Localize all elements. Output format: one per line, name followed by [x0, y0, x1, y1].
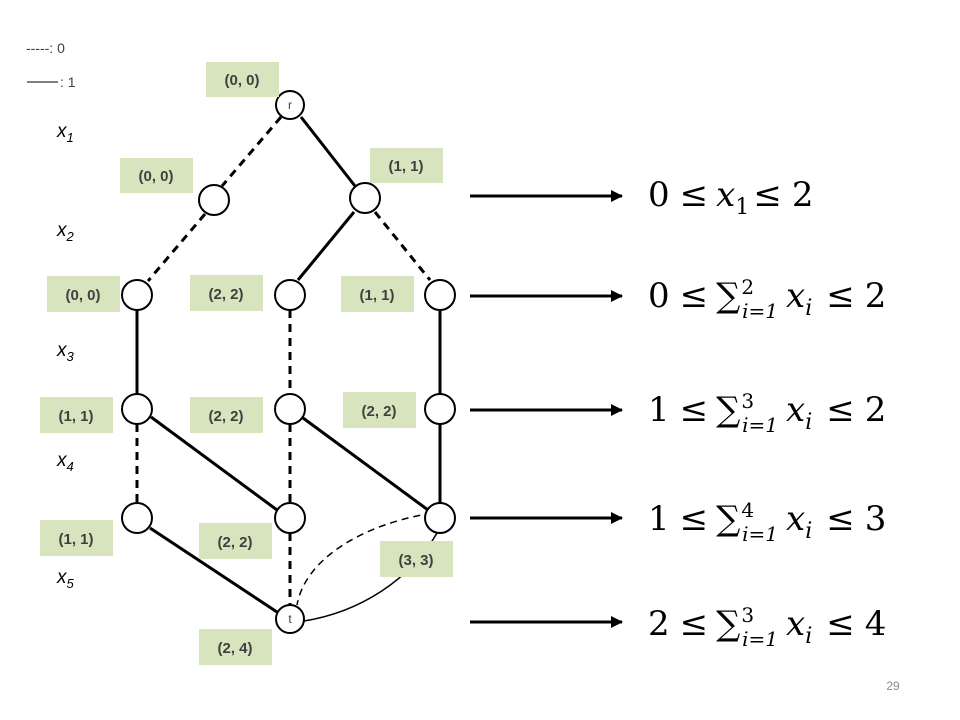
- legend: -----: 0 : 1: [26, 40, 76, 90]
- node-l2-c: [424, 279, 456, 311]
- edge-l4a-t-solid: [149, 526, 278, 614]
- legend-dashed: -----: 0: [26, 40, 65, 56]
- node-l4-c: [424, 502, 456, 534]
- edge-l3a-l4b-solid: [150, 415, 278, 512]
- node-terminal-label: t: [288, 612, 292, 626]
- state-label-l1-right: (1, 1): [388, 158, 423, 175]
- var-x3: x3: [56, 340, 75, 364]
- state-label-l3-c: (2, 2): [361, 403, 396, 420]
- node-l4-a: [121, 502, 153, 534]
- constraint-1: 0≤x1≤2: [648, 175, 813, 220]
- node-l1-right: [349, 182, 381, 214]
- edge-l1right-l2c-dashed: [373, 211, 432, 281]
- arrows: [470, 190, 623, 628]
- node-l2-a: [121, 279, 153, 311]
- var-x4: x4: [56, 450, 74, 474]
- var-x5: x5: [56, 567, 75, 591]
- state-label-l4-b: (2, 2): [217, 534, 252, 551]
- state-label-l4-a: (1, 1): [58, 531, 93, 548]
- node-l4-b: [274, 502, 306, 534]
- var-x2: x2: [56, 220, 75, 244]
- state-label-l3-a: (1, 1): [58, 408, 93, 425]
- state-labels: (0, 0) (0, 0) (1, 1) (0, 0) (2, 2) (1, 1…: [40, 62, 453, 665]
- state-label-l2-c: (1, 1): [359, 287, 394, 304]
- node-l3-b: [274, 393, 306, 425]
- node-terminal: [275, 604, 305, 634]
- edge-l3b-l4c-solid: [302, 416, 429, 512]
- edge-l1right-l2b-solid: [296, 211, 356, 281]
- nodes: [121, 90, 456, 634]
- variable-labels: x1 x2 x3 x4 x5: [56, 121, 75, 591]
- edge-r-l1right-solid: [299, 116, 357, 187]
- state-label-root: (0, 0): [224, 72, 259, 89]
- state-label-l4-c: (3, 3): [398, 552, 433, 569]
- node-root: [275, 90, 305, 120]
- node-l3-a: [121, 393, 153, 425]
- node-l1-left: [198, 184, 230, 216]
- page-number: 29: [886, 679, 900, 693]
- node-root-label: r: [288, 98, 292, 112]
- var-x1: x1: [56, 121, 74, 145]
- legend-solid: : 1: [60, 74, 76, 90]
- node-l2-b: [274, 279, 306, 311]
- state-label-terminal: (2, 4): [217, 640, 252, 657]
- state-label-l1-left: (0, 0): [138, 168, 173, 185]
- state-label-l3-b: (2, 2): [208, 408, 243, 425]
- state-label-l2-b: (2, 2): [208, 286, 243, 303]
- edge-l1left-l2a-dashed: [146, 213, 207, 282]
- edge-r-l1left-dashed: [220, 116, 283, 187]
- state-label-l2-a: (0, 0): [65, 287, 100, 304]
- edge-l4c-t-dashed-curve: [296, 512, 433, 606]
- node-l3-c: [424, 393, 456, 425]
